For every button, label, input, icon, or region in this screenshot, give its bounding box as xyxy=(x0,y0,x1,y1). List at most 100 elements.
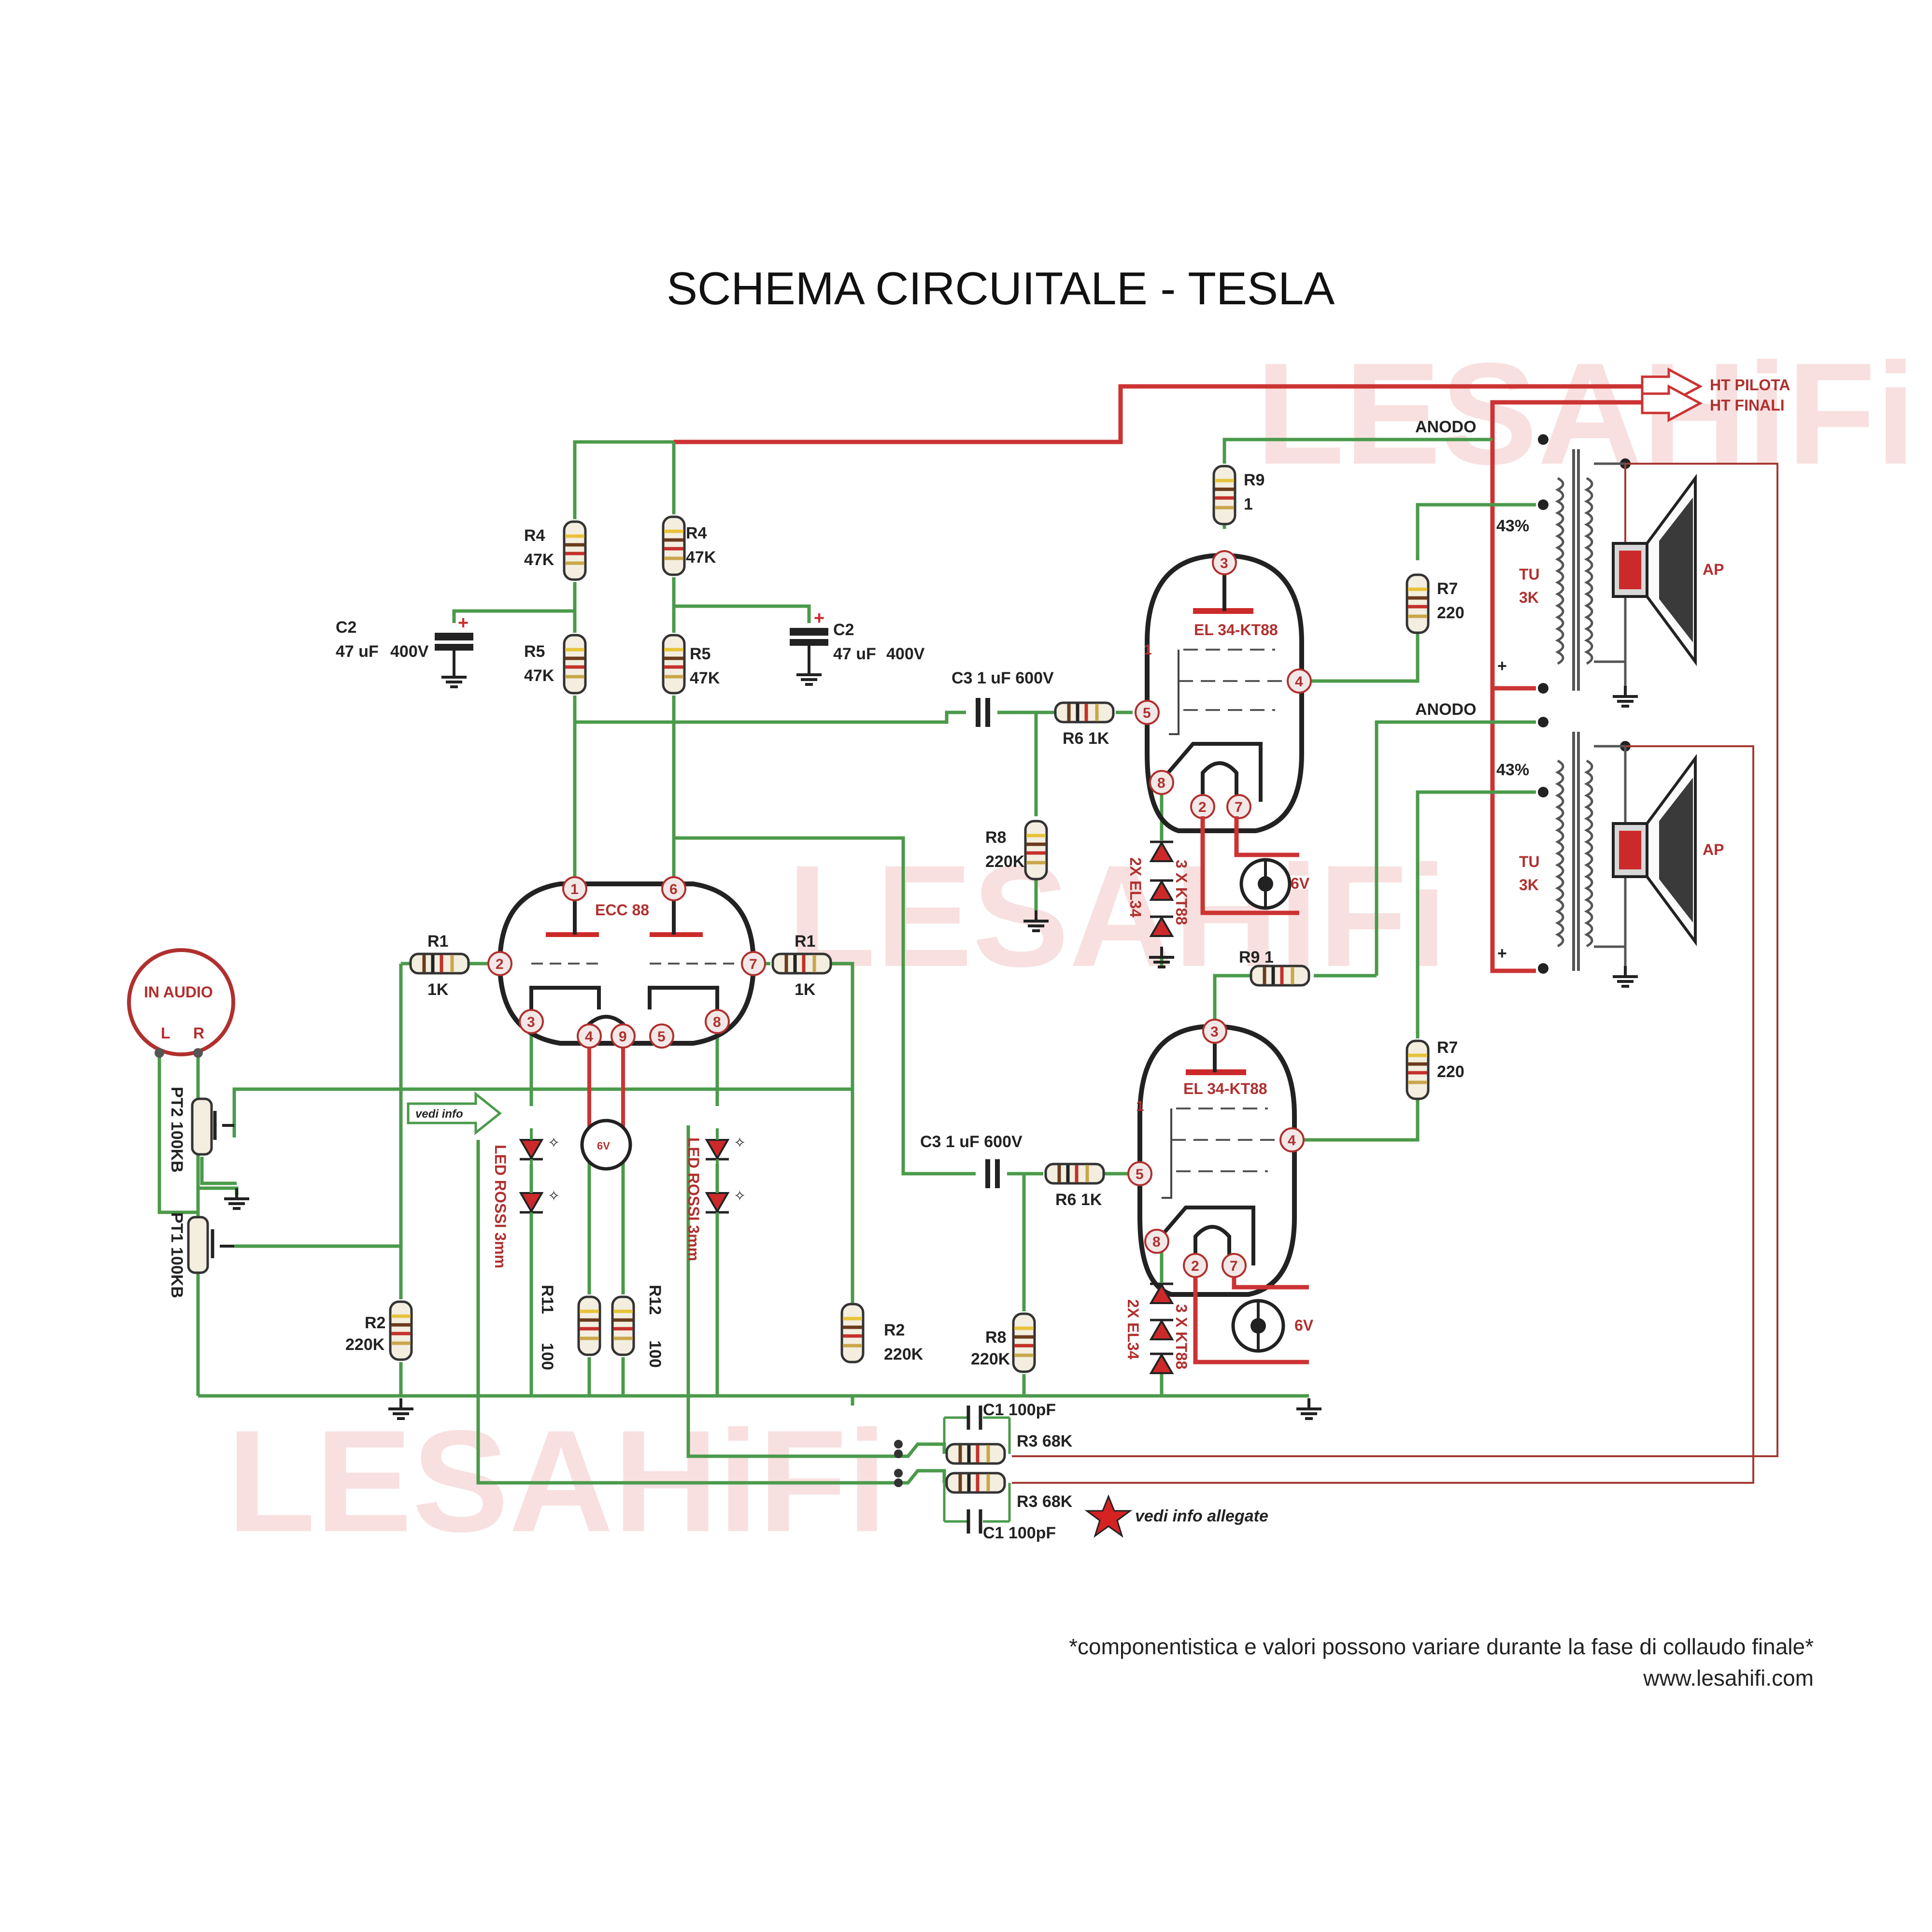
r4-left-value: 47K xyxy=(524,551,554,569)
tap-label-top: 43% xyxy=(1496,517,1529,535)
input-right-label: R xyxy=(193,1024,204,1042)
svg-text:2: 2 xyxy=(496,956,504,972)
heater-power-top-label: 6V xyxy=(1291,875,1310,892)
c1-top-label: C1 100pF xyxy=(983,1401,1056,1419)
led-icon xyxy=(706,1128,746,1171)
c2-right-cap: 47 uF xyxy=(833,645,876,663)
el-bottom-pins: 3 1 4 5 8 2 7 xyxy=(1127,1019,1305,1278)
diode-el34-label: 2X EL34 xyxy=(1127,857,1144,918)
led-icon xyxy=(520,1181,560,1224)
audio-input: IN AUDIO L R xyxy=(127,948,235,1058)
svg-text:3: 3 xyxy=(1210,1024,1219,1040)
star-note: vedi info allegate xyxy=(1084,1494,1268,1538)
led-right-label: LED ROSSI 3mm xyxy=(685,1137,702,1261)
svg-text:+: + xyxy=(458,613,469,633)
c3-top-label: C3 1 uF 600V xyxy=(952,669,1054,687)
svg-text:1: 1 xyxy=(1144,642,1152,658)
input-left-label: L xyxy=(161,1024,170,1042)
r11-value: 100 xyxy=(538,1343,556,1370)
footer-note: *componentistica e valori possono variar… xyxy=(1069,1634,1814,1659)
vedi-info-allegate-label: vedi info allegate xyxy=(1135,1507,1268,1525)
feedback-network: C1 100pF R3 68K R3 68K C1 100pF xyxy=(894,1401,1073,1542)
driver-tube-label: ECC 88 xyxy=(595,901,649,919)
c2-right-name: C2 xyxy=(833,621,854,639)
r4-right-name: R4 xyxy=(686,524,707,542)
pt1-label: PT1 100KB xyxy=(168,1212,186,1298)
feedback-wiring xyxy=(1012,463,1778,1484)
r8-bottom-value: 220K xyxy=(971,1350,1010,1368)
tu-label-top: TU xyxy=(1519,566,1540,583)
r1-right-value: 1K xyxy=(795,980,816,999)
output-transformer-top: AP ANODO 43% TU 3K + xyxy=(1415,418,1724,706)
diode-el34-label-bottom: 2X EL34 xyxy=(1124,1299,1142,1360)
speaker-label-bottom: AP xyxy=(1703,841,1724,858)
svg-text:8: 8 xyxy=(713,1014,721,1030)
speaker-label-top: AP xyxy=(1703,561,1724,578)
svg-text:8: 8 xyxy=(1152,1234,1161,1250)
r7-top-name: R7 xyxy=(1437,580,1458,598)
arrow-icon xyxy=(407,1091,502,1136)
power-tube-top-label: EL 34-KT88 xyxy=(1194,621,1278,639)
page-title: SCHEMA CIRCUITALE - TESLA xyxy=(667,263,1335,314)
r9-top-name: R9 xyxy=(1244,471,1264,489)
heater-lamp-icon xyxy=(580,1119,632,1171)
watermark-middle: LESAHiFi xyxy=(787,835,1448,997)
svg-text:6: 6 xyxy=(669,881,678,897)
tu-value-bottom: 3K xyxy=(1519,876,1539,894)
ht-supply: HT PILOTA HT FINALI xyxy=(674,367,1790,973)
r2-right-name: R2 xyxy=(884,1321,905,1339)
led-icon xyxy=(706,1181,746,1224)
watermark-top: LESAHiFi xyxy=(1256,332,1916,495)
svg-text:1: 1 xyxy=(570,881,579,897)
c2-right-volt: 400V xyxy=(886,645,925,663)
power-tube-top: EL 34-KT88 3 1 4 5 8 2 7 6V 3 X KT88 2X … xyxy=(1127,550,1312,967)
diode-kt88-label-bottom: 3 X KT88 xyxy=(1173,1304,1190,1369)
c3-bottom-label: C3 1 uF 600V xyxy=(920,1133,1023,1151)
watermark: LESAHiFi LESAHiFi LESAHiFi xyxy=(227,332,1916,1562)
power-wiring xyxy=(1022,438,1536,1396)
r7-bottom-name: R7 xyxy=(1437,1038,1458,1057)
capacitor-c2-right: + C2 47 uF 400V xyxy=(790,608,925,684)
c2-left-cap: 47 uF xyxy=(336,642,379,661)
plus-label-bottom: + xyxy=(1497,944,1507,963)
r4-left-name: R4 xyxy=(524,526,545,545)
capacitor-c2-left: + C2 47 uF 400V xyxy=(336,609,575,687)
input-title: IN AUDIO xyxy=(144,983,213,1001)
power-tube-bottom-label: EL 34-KT88 xyxy=(1183,1080,1267,1097)
r2-left-name: R2 xyxy=(365,1314,385,1332)
led-icon xyxy=(520,1128,560,1171)
anodo-label-bottom: ANODO xyxy=(1415,700,1477,719)
r7-bottom-value: 220 xyxy=(1437,1063,1464,1081)
vedi-info-label: vedi info xyxy=(415,1108,463,1121)
r1-right-name: R1 xyxy=(795,932,815,951)
svg-text:4: 4 xyxy=(1288,1133,1296,1149)
svg-text:7: 7 xyxy=(1230,1258,1238,1274)
footer-website: www.lesahifi.com xyxy=(1643,1665,1814,1690)
r3-top-label: R3 68K xyxy=(1017,1432,1073,1450)
svg-text:8: 8 xyxy=(1157,775,1165,791)
power-tube-bottom: EL 34-KT88 3 1 4 5 8 2 7 6V 3 X KT88 2X … xyxy=(1124,1019,1314,1373)
tap-label-bottom: 43% xyxy=(1496,761,1529,779)
led-strings: LED ROSSI 3mm LED ROSSI 3mm xyxy=(492,1128,746,1268)
r5-left-value: 47K xyxy=(524,667,554,685)
led-left-label: LED ROSSI 3mm xyxy=(492,1145,509,1268)
r1-left-value: 1K xyxy=(427,980,449,999)
c2-left-name: C2 xyxy=(336,618,356,637)
r8-top-name: R8 xyxy=(985,828,1006,847)
r12-name: R12 xyxy=(646,1285,664,1315)
plus-label-top: + xyxy=(1497,657,1507,675)
ht-pilota-label: HT PILOTA xyxy=(1710,376,1790,394)
star-icon xyxy=(1084,1494,1133,1538)
potentiometers: PT2 100KB PT1 100KB xyxy=(168,1087,249,1298)
r6-bottom-label: R6 1K xyxy=(1055,1191,1102,1209)
capacitor-c3: C3 1 uF 600V C3 1 uF 600V xyxy=(920,669,1054,1188)
heater-power-bottom-label: 6V xyxy=(1294,1317,1314,1334)
r2-right-value: 220K xyxy=(884,1345,923,1364)
driver-wiring xyxy=(157,440,1309,1485)
pt2-label: PT2 100KB xyxy=(168,1087,186,1173)
diode-icon xyxy=(1150,1354,1173,1373)
r11-name: R11 xyxy=(538,1285,556,1314)
r3-bottom-label: R3 68K xyxy=(1017,1492,1073,1511)
driver-tube: ECC 88 1 6 2 7 3 9 5 8 4 6V xyxy=(487,876,766,1171)
